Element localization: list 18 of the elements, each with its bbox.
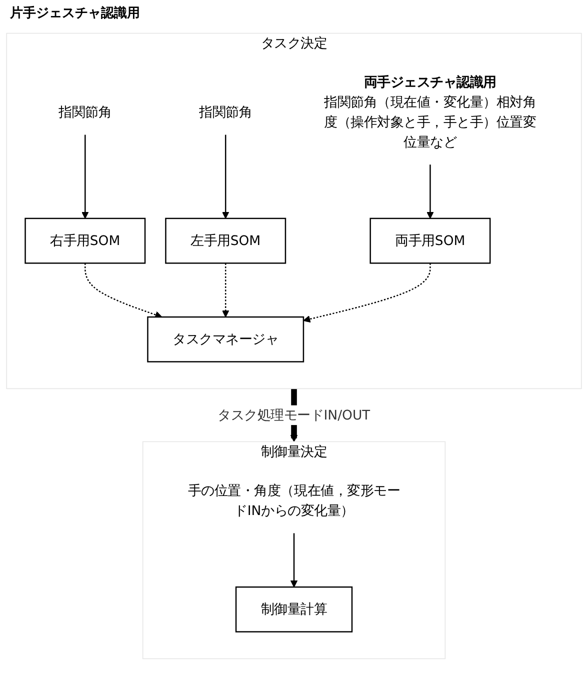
arrow: [426, 164, 434, 219]
arrow: [222, 263, 230, 318]
node-box: 右手用SOM: [24, 218, 146, 264]
node-box: 左手用SOM: [165, 218, 286, 264]
node-text: 指関節角: [199, 104, 252, 120]
heading-text: 片手ジェスチャ認識用: [10, 4, 141, 22]
node-box: 制御量計算: [235, 586, 353, 632]
arrow: [84, 263, 162, 318]
node-box: 両手用SOM: [370, 218, 491, 264]
arrow: [222, 134, 230, 219]
node-text: 手の位置・角度（現在値，変形モードINからの変化量）: [188, 482, 400, 518]
node-text: 両手ジェスチャ認識用 指関節角（現在値・変化量）相対角度（操作対象と手，手と手）位置変位量など: [324, 74, 536, 150]
edge-label: タスク処理モードIN/OUT: [218, 406, 370, 423]
node-box: タスクマネージャ: [147, 316, 304, 362]
arrow: [82, 134, 89, 219]
node-text: 指関節角: [58, 104, 112, 120]
arrow: [290, 533, 298, 588]
arrow: [303, 263, 431, 323]
